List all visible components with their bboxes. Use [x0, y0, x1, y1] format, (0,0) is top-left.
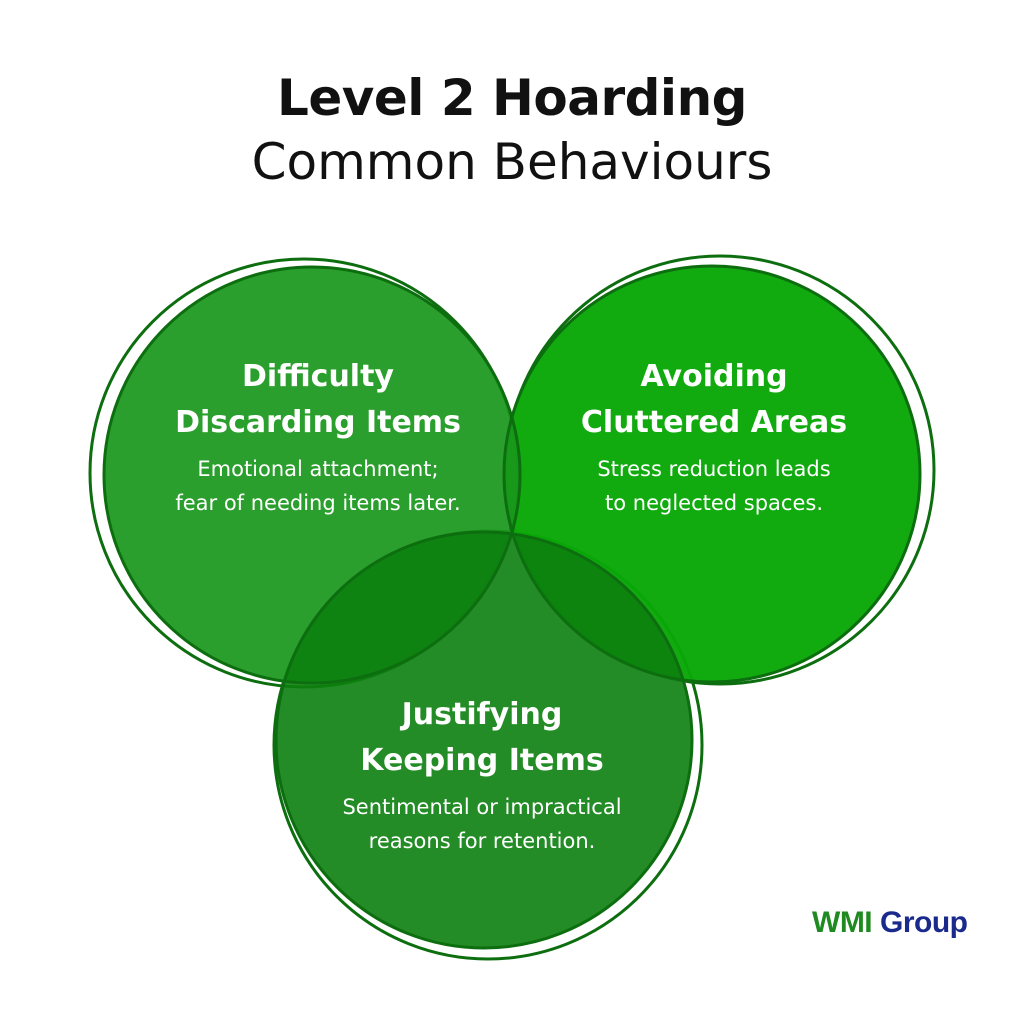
bottom-circle-label: Justifying Keeping Items Sentimental or …	[292, 692, 672, 858]
bottom-circle-outline	[274, 530, 694, 950]
left-description-line-1: Emotional attachment;	[197, 457, 439, 481]
bottom-description: Sentimental or impractical reasons for r…	[292, 790, 672, 858]
left-description-line-2: fear of needing items later.	[175, 491, 461, 515]
left-heading-line-2: Discarding Items	[175, 405, 461, 440]
right-heading-line-1: Avoiding	[640, 359, 788, 394]
logo-group-text: Group	[879, 906, 968, 939]
page-title: Level 2 Hoarding Common Behaviours	[0, 66, 1024, 194]
right-description-line-1: Stress reduction leads	[597, 457, 831, 481]
right-heading-line-2: Cluttered Areas	[580, 405, 848, 440]
left-circle-outline	[102, 265, 522, 685]
bottom-description-line-1: Sentimental or impractical	[342, 795, 622, 819]
right-circle-label: Avoiding Cluttered Areas Stress reductio…	[524, 354, 904, 520]
title-line-2: Common Behaviours	[251, 133, 773, 191]
left-heading-line-1: Difficulty	[242, 359, 394, 394]
bottom-heading-line-1: Justifying	[401, 697, 563, 732]
wmi-group-logo: WMI Group	[812, 906, 968, 940]
right-circle-outline	[502, 264, 922, 684]
left-description: Emotional attachment; fear of needing it…	[128, 452, 508, 520]
bottom-heading-line-2: Keeping Items	[360, 743, 604, 778]
right-description: Stress reduction leads to neglected spac…	[524, 452, 904, 520]
logo-wmi-text: WMI	[812, 906, 873, 939]
bottom-description-line-2: reasons for retention.	[368, 829, 596, 853]
left-circle-label: Difficulty Discarding Items Emotional at…	[128, 354, 508, 520]
bottom-circle	[276, 532, 692, 948]
right-description-line-2: to neglected spaces.	[605, 491, 823, 515]
title-line-1: Level 2 Hoarding	[277, 69, 747, 127]
